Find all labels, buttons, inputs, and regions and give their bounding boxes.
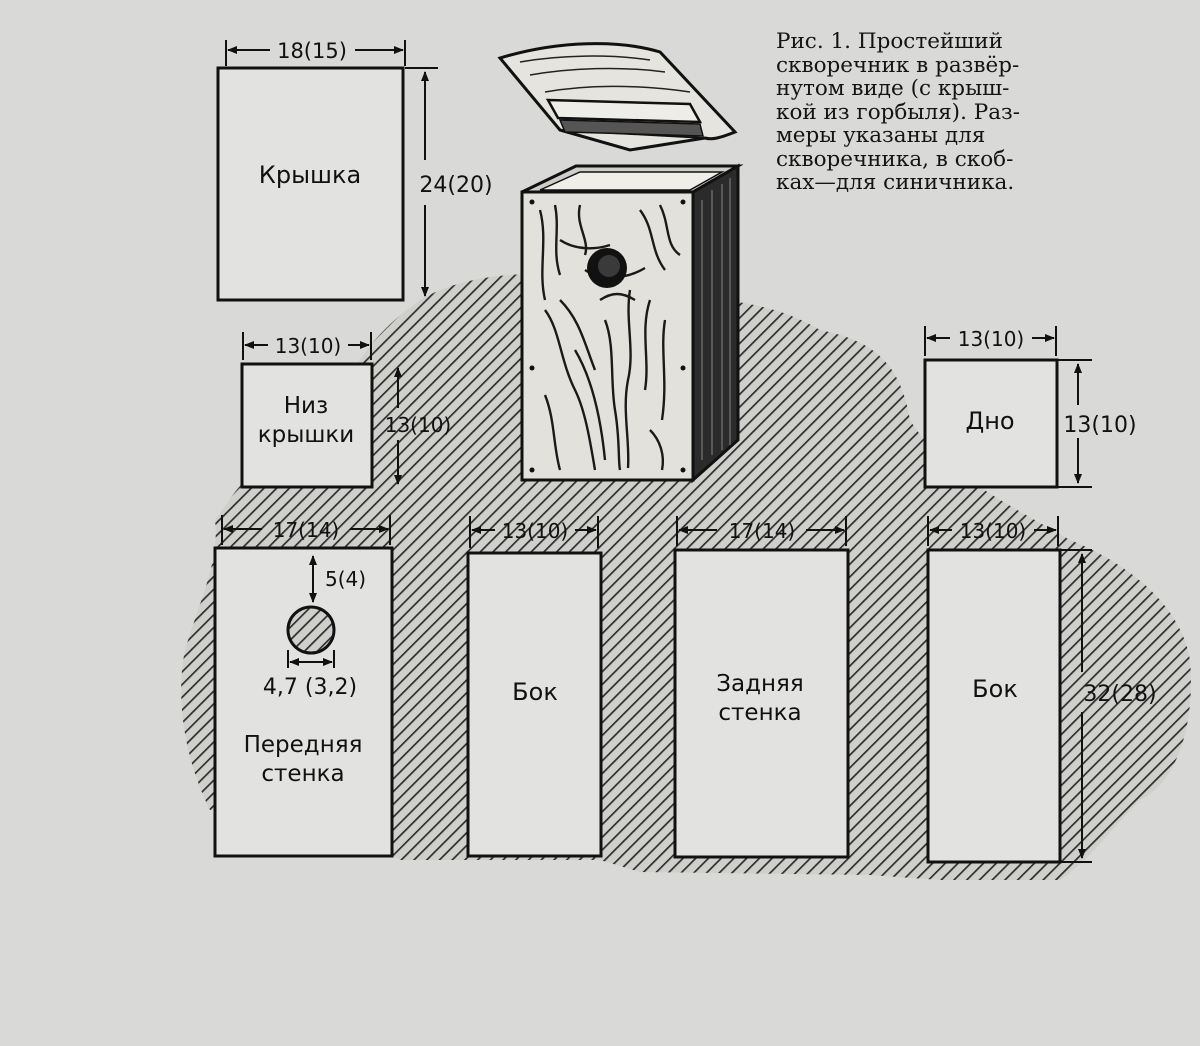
front-wall-panel: 17(14) 5(4) 4,7 (3,2) Передняя стенка [213,515,394,858]
lid-bottom-height-dimension: 13(10) [385,413,452,437]
figure-caption: Рис. 1. Простейший скворечник в развёр- … [776,30,1148,195]
floor-panel: Дно 13(10) 13(10) [923,326,1137,489]
roof-board [497,42,738,152]
front-wall-hole [286,605,336,655]
front-wall-width-dimension: 17(14) [273,518,340,542]
wood-grain [538,204,681,471]
front-wall-label-line1: Передняя [244,732,363,758]
floor-label: Дно [965,407,1014,435]
lid-bottom-label-line2: крышки [258,422,355,448]
back-wall-label-line1: Задняя [716,671,803,697]
box-body [520,163,744,484]
side-right-width-dimension: 13(10) [960,519,1027,543]
caption-line: ках—для синичника. [776,170,1015,195]
side-right-panel: 13(10) Бок 32(28) [926,516,1157,864]
side-left-label: Бок [512,678,558,706]
lid-bottom-label-line1: Низ [284,393,328,419]
front-wall-hole-diameter-dimension: 4,7 (3,2) [263,675,357,700]
lid-panel: Крышка 18(15) 24(20) [216,39,493,302]
front-wall-label-line2: стенка [261,761,344,787]
caption-line: Рис. 1. Простейший [776,29,1003,54]
birdhouse-illustration [497,42,744,484]
lid-bottom-width-dimension: 13(10) [275,334,342,358]
caption-line: скворечник в развёр- [776,52,1020,78]
caption-line: меры указаны для [776,123,986,148]
lid-width-dimension: 18(15) [277,39,347,63]
side-right-height-dimension: 32(28) [1083,682,1156,707]
caption-line: кой из горбыля). Раз- [776,99,1021,125]
back-wall-width-dimension: 17(14) [729,519,796,543]
caption-line: скворечника, в скоб- [776,146,1014,172]
lid-bottom-panel: Низ крышки 13(10) 13(10) [240,332,452,489]
floor-height-dimension: 13(10) [1063,413,1136,438]
front-wall-hole-offset-dimension: 5(4) [325,567,366,591]
back-wall-label-line2: стенка [718,700,801,726]
floor-width-dimension: 13(10) [958,327,1025,351]
caption-line: нутом виде (с крыш- [776,76,1010,101]
side-left-width-dimension: 13(10) [502,519,569,543]
back-wall-panel: 17(14) Задняя стенка [673,516,850,859]
side-right-label: Бок [972,675,1018,703]
side-left-panel: 13(10) Бок [466,516,603,858]
lid-height-dimension: 24(20) [419,173,492,198]
lid-label: Крышка [259,161,361,189]
